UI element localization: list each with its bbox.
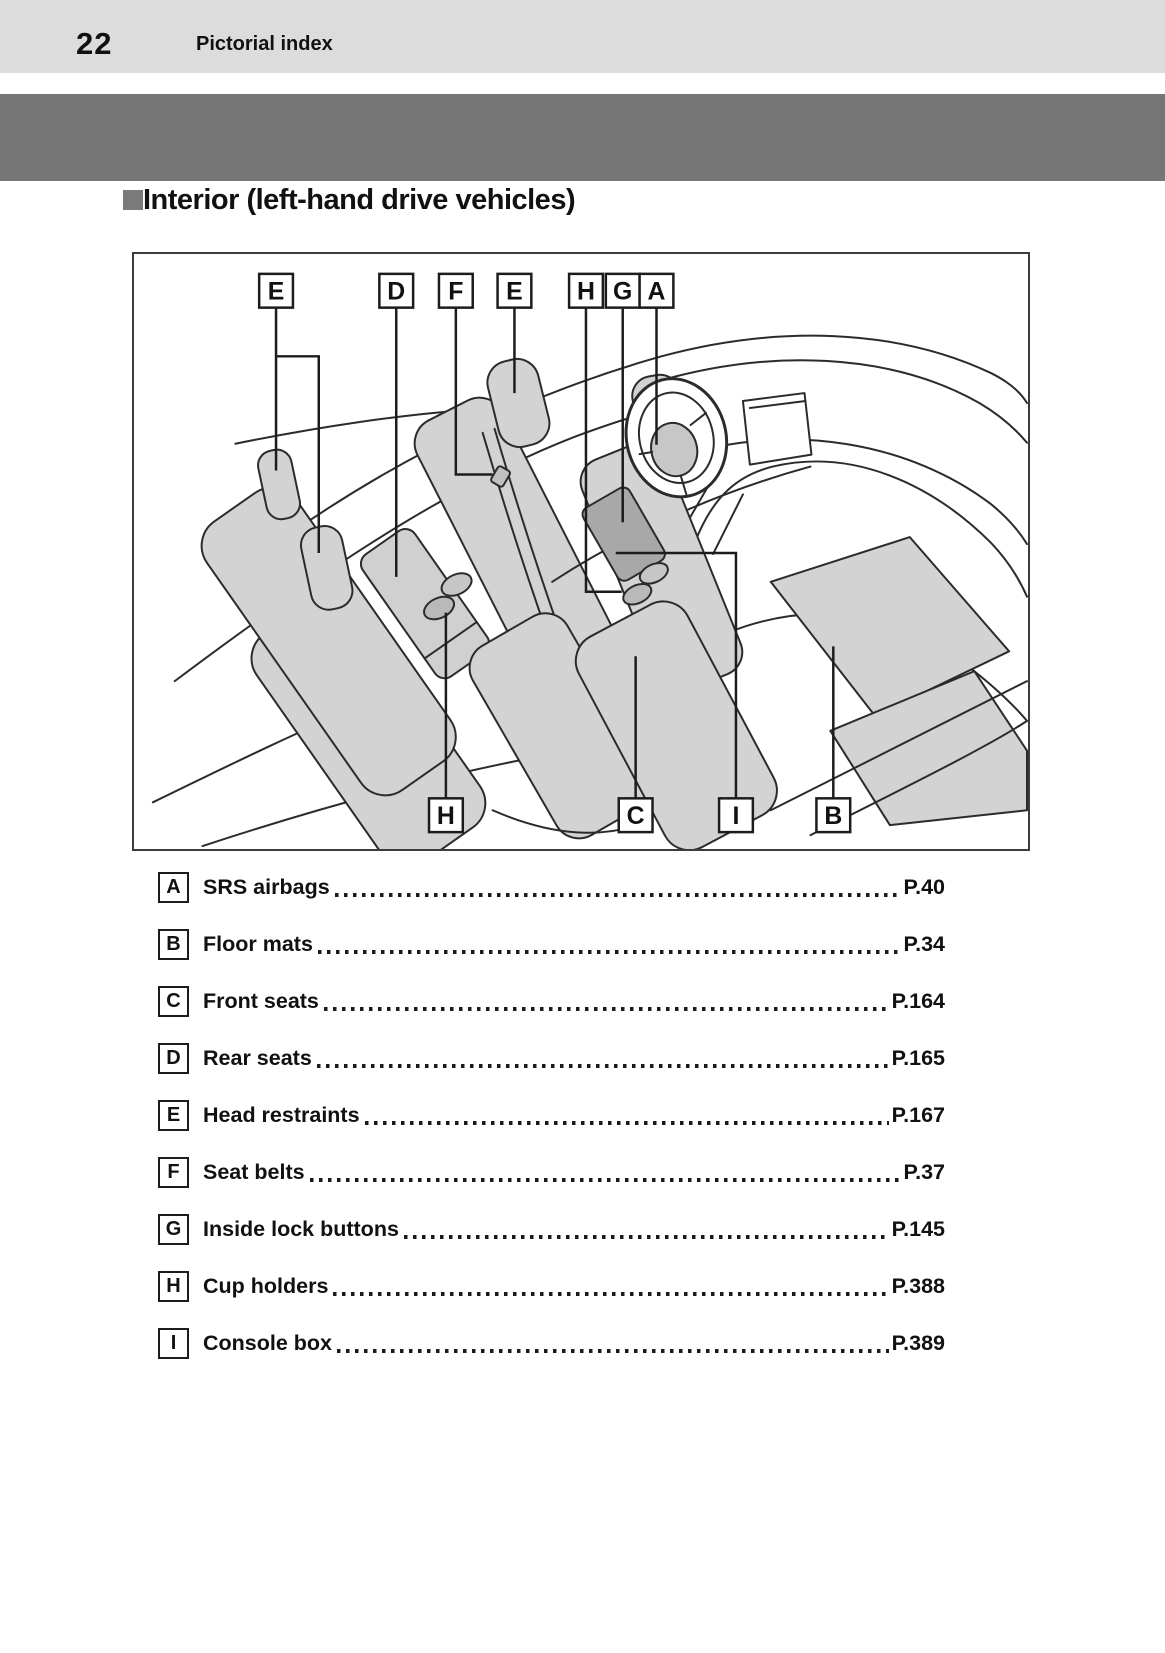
dot-leader — [309, 1177, 901, 1182]
pictorial-index-list: A SRS airbags P.40 B Floor mats P.34 C F… — [158, 859, 945, 1372]
dot-leader — [403, 1234, 889, 1239]
index-item-label: Head restraints — [203, 1103, 360, 1127]
index-item-label: Floor mats — [203, 932, 313, 956]
windshield-line — [650, 359, 1028, 444]
callout-label-I: I — [717, 797, 755, 834]
index-letter-badge: F — [158, 1157, 189, 1188]
dot-leader — [316, 1063, 889, 1068]
svg-text:E: E — [506, 279, 523, 306]
index-letter-badge: G — [158, 1214, 189, 1245]
index-letter-badge: D — [158, 1043, 189, 1074]
leader-line — [584, 307, 622, 593]
front-left-head-restraint — [486, 357, 551, 449]
callout-label-E: E — [496, 272, 533, 309]
callout-label-A: A — [638, 272, 675, 309]
callout-label-H: H — [567, 272, 605, 309]
index-page-ref: P.34 — [903, 932, 945, 956]
section-title: Interior (left-hand drive vehicles) — [123, 184, 576, 216]
index-row: F Seat belts P.37 — [158, 1144, 945, 1201]
dash-face-line — [690, 460, 1028, 598]
index-item-label: Front seats — [203, 989, 319, 1013]
callout-label-C: C — [617, 797, 654, 834]
svg-text:H: H — [437, 803, 455, 830]
index-row: I Console box P.389 — [158, 1315, 945, 1372]
index-page-ref: P.145 — [891, 1217, 945, 1241]
svg-text:C: C — [627, 803, 645, 830]
page-header-bar: 22 Pictorial index — [0, 0, 1165, 73]
dot-leader — [333, 1291, 889, 1296]
dot-leader — [337, 1348, 889, 1353]
index-letter-badge: H — [158, 1271, 189, 1302]
index-page-ref: P.165 — [891, 1046, 945, 1070]
header-title: Pictorial index — [196, 33, 333, 55]
leader-line — [276, 355, 321, 553]
index-page-ref: P.37 — [903, 1160, 945, 1184]
callout-label-F: F — [437, 272, 474, 309]
dot-leader — [364, 1120, 889, 1125]
svg-text:A: A — [648, 279, 666, 306]
index-page-ref: P.389 — [891, 1331, 945, 1355]
index-letter-badge: C — [158, 986, 189, 1017]
dot-leader — [334, 892, 901, 897]
seat-belt-buckle — [490, 465, 511, 488]
index-item-label: SRS airbags — [203, 875, 330, 899]
svg-text:H: H — [577, 279, 595, 306]
section-title-text: Interior (left-hand drive vehicles) — [143, 184, 576, 216]
callout-label-D: D — [378, 272, 415, 309]
svg-text:B: B — [824, 803, 842, 830]
index-item-label: Seat belts — [203, 1160, 305, 1184]
floor-mat-front — [769, 536, 1011, 717]
index-letter-badge: E — [158, 1100, 189, 1131]
rear-head-restraint-left — [257, 448, 301, 521]
svg-text:I: I — [733, 803, 740, 830]
leader-line — [615, 551, 738, 799]
index-item-label: Cup holders — [203, 1274, 329, 1298]
callout-label-E: E — [257, 272, 295, 309]
dash-screen — [741, 392, 813, 466]
index-row: G Inside lock buttons P.145 — [158, 1201, 945, 1258]
index-letter-badge: A — [158, 872, 189, 903]
dot-leader — [317, 949, 901, 954]
svg-text:D: D — [387, 279, 405, 306]
index-letter-badge: B — [158, 929, 189, 960]
index-row: D Rear seats P.165 — [158, 1030, 945, 1087]
steering-wheel — [624, 377, 729, 499]
page-number: 22 — [76, 26, 113, 61]
roof-line — [221, 334, 1028, 585]
chapter-band — [0, 94, 1165, 181]
index-item-label: Rear seats — [203, 1046, 312, 1070]
index-row: E Head restraints P.167 — [158, 1087, 945, 1144]
section-square-icon — [123, 190, 143, 210]
floor-mat-lower — [829, 670, 1028, 827]
rear-seatback — [200, 486, 457, 797]
svg-text:F: F — [448, 279, 463, 306]
callout-label-B: B — [815, 797, 852, 834]
index-page-ref: P.164 — [891, 989, 945, 1013]
index-page-ref: P.40 — [903, 875, 945, 899]
index-letter-badge: I — [158, 1328, 189, 1359]
index-row: A SRS airbags P.40 — [158, 859, 945, 916]
leader-line — [454, 307, 493, 476]
dot-leader — [323, 1006, 889, 1011]
callout-label-G: G — [604, 272, 641, 309]
index-item-label: Inside lock buttons — [203, 1217, 399, 1241]
index-page-ref: P.167 — [891, 1103, 945, 1127]
index-item-label: Console box — [203, 1331, 333, 1355]
index-row: B Floor mats P.34 — [158, 916, 945, 973]
index-page-ref: P.388 — [891, 1274, 945, 1298]
front-cup-holders — [622, 562, 669, 606]
svg-text:E: E — [268, 279, 285, 306]
index-row: C Front seats P.164 — [158, 973, 945, 1030]
svg-text:G: G — [613, 279, 632, 306]
callout-label-H: H — [427, 797, 465, 834]
index-row: H Cup holders P.388 — [158, 1258, 945, 1315]
